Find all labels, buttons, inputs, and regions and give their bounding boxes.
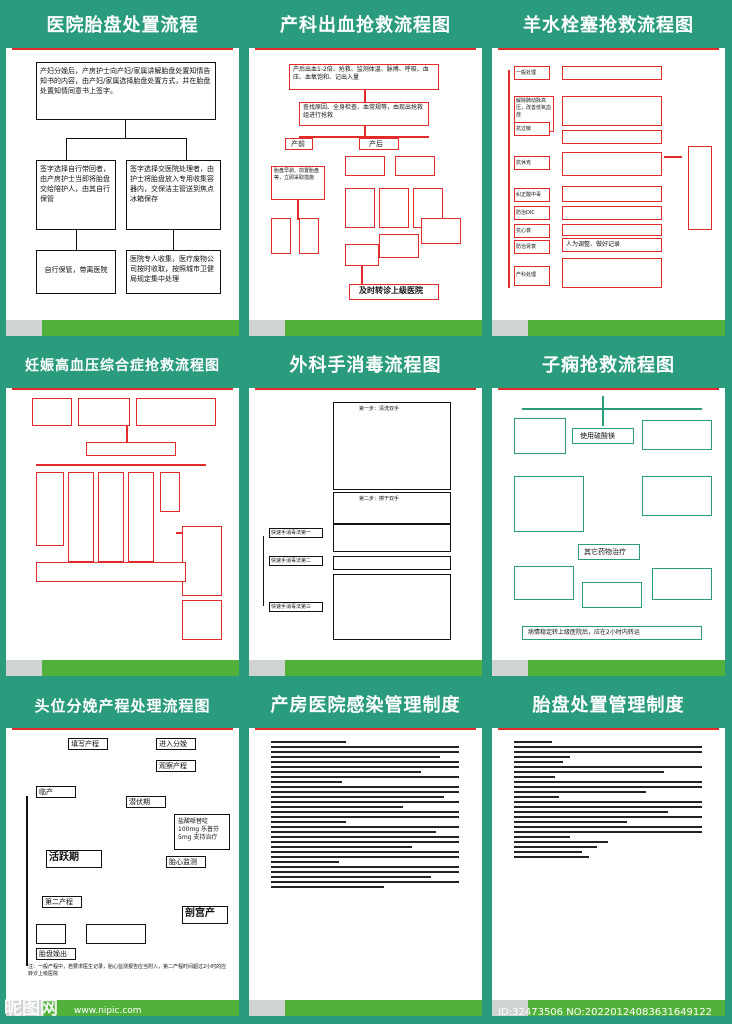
labor-node-8: 第二产程 <box>45 898 73 906</box>
labor-cesarean: 剖宫产 <box>182 906 228 924</box>
amniotic-item-4: 纠正酸中毒 <box>516 192 542 198</box>
watermark-id: ID:32473506 NO:20220124083631649122 <box>498 1007 712 1018</box>
eclampsia-bottom-text: 病情稳定转上级医院后，应在2小时内转运 <box>528 629 640 636</box>
panel-footer <box>249 1000 482 1016</box>
flow-step-dispose: 医院专人收集，医疗废物公司按时收取，按照城市卫健局规定集中处理 <box>126 250 221 294</box>
panel-footer <box>6 660 239 676</box>
label-postpartum-text: 产后 <box>369 140 383 148</box>
title-divider <box>498 388 719 390</box>
label-quick-c-text: 快速手消毒法第三 <box>271 604 312 610</box>
amniotic-item-6: 抗心衰 <box>516 228 532 234</box>
labor-footnote: 注：一般产程中，若要求医生记录，胎心监测报告应当附入，第二产程时间超过2小时的应… <box>28 964 227 977</box>
panel-footer <box>492 320 725 336</box>
panel-eclampsia: 子痫抢救流程图 使用硫酸镁 其它药物治疗 病情稳定转上级医院后，应在2小时内转运 <box>492 346 725 676</box>
step1-box <box>333 402 451 490</box>
labor-node-9: 胎盘娩出 <box>39 950 67 958</box>
panel-labor: 头位分娩产程处理流程图 填写产程 进入分娩 观察产程 临产 潜伏期 盐酸哌替啶1… <box>6 686 239 1016</box>
label-quick-a-text: 快速手消毒法第一 <box>271 530 312 536</box>
title-divider <box>255 388 476 390</box>
node-magnesium <box>572 428 634 444</box>
flow-sub-a <box>271 166 325 200</box>
amniotic-side-box <box>688 146 712 230</box>
flow-final-box <box>349 284 439 300</box>
labor-node-3: 观察产程 <box>159 762 187 770</box>
flow-mid-text: 查找原因、全身检查、血常规等，由现出抢救组进行抢救 <box>303 104 424 119</box>
title-divider <box>498 728 719 730</box>
panel-title: 外科手消毒流程图 <box>249 346 482 388</box>
amniotic-item-3: 抗休克 <box>516 160 532 166</box>
label-quick-b <box>269 556 323 566</box>
labor-node-4: 临产 <box>39 788 53 796</box>
panel-title: 产房医院感染管理制度 <box>249 686 482 728</box>
panel-hypertension: 妊娠高血压综合症抢救流程图 <box>6 346 239 676</box>
node-magnesium-text: 使用硫酸镁 <box>580 432 615 440</box>
watermark-logo: 昵图网 <box>4 998 58 1019</box>
title-divider <box>255 728 476 730</box>
flow-mid-box <box>299 102 429 126</box>
labor-node-6: 胎心监测 <box>169 858 197 866</box>
panel-footer <box>6 1000 239 1016</box>
flow-top-text: 产后出血1-2倍、抢救、监测体温、脉搏、呼吸、血压、血氧饱和、记出入量 <box>293 66 429 81</box>
step1-label: 第一步：清洗双手 <box>359 406 400 412</box>
flow-step-consent: 产妇分娩后，产房护士向产妇/家属讲解胎盘处置知情告知书的内容，由产妇/家属选择胎… <box>36 62 216 120</box>
amniotic-item-8: 产科处理 <box>516 272 537 278</box>
title-divider <box>255 48 476 50</box>
amniotic-item-0: 一般处理 <box>516 70 537 76</box>
label-quick-c <box>269 602 323 612</box>
panel-title: 头位分娩产程处理流程图 <box>6 686 239 728</box>
panel-placenta-policy: 胎盘处置管理制度 <box>492 686 725 1016</box>
labor-active-phase: 活跃期 <box>46 850 102 868</box>
label-quick-a <box>269 528 323 538</box>
panel-footer <box>249 320 482 336</box>
panel-footer <box>492 660 725 676</box>
panel-footer <box>249 660 482 676</box>
flow-top-box <box>289 64 439 90</box>
title-divider <box>498 48 719 50</box>
flow-step-hospital: 签字选择交医院处理者，由护士将胎盘放入专用收集容器内，交保洁主管送到焦点冰箱保存 <box>126 160 221 230</box>
amniotic-item-1: 解除肺动脉高压，改善低氧血症 <box>516 98 552 118</box>
amniotic-item-5: 防治DIC <box>516 210 535 216</box>
panel-title: 医院胎盘处置流程 <box>6 6 239 48</box>
panel-title: 产科出血抢救流程图 <box>249 6 482 48</box>
panel-footer <box>6 320 239 336</box>
labor-node-5: 潜伏期 <box>129 798 150 806</box>
panel-placenta-flow: 医院胎盘处置流程 产妇分娩后，产房护士向产妇/家属讲解胎盘处置知情告知书的内容，… <box>6 6 239 336</box>
step2-box <box>333 492 451 524</box>
step2-label: 第二步：擦干双手 <box>359 496 400 502</box>
label-antepartum <box>285 138 313 150</box>
label-postpartum <box>359 138 399 150</box>
flow-step-self-take: 签字选择自行带回者，由产房护士当即将胎盘交给陪护人，由其自行保管 <box>36 160 116 230</box>
title-divider <box>12 48 233 50</box>
panel-footer <box>492 1000 725 1016</box>
flow-final-text: 及时转诊上级医院 <box>359 286 423 295</box>
panel-amniotic: 羊水栓塞抢救流程图 一般处理 解除肺动脉高压，改善低氧血症 抗过敏 抗休克 纠正… <box>492 6 725 336</box>
amniotic-item-2: 抗过敏 <box>516 126 532 132</box>
labor-drug-box: 盐酸哌替啶100mg 乐普芬5mg 支持治疗 <box>174 814 230 850</box>
watermark-site: www.nipic.com <box>74 1006 142 1016</box>
panel-title: 羊水栓塞抢救流程图 <box>492 6 725 48</box>
panel-hemorrhage: 产科出血抢救流程图 产后出血1-2倍、抢救、监测体温、脉搏、呼吸、血压、血氧饱和… <box>249 6 482 336</box>
panel-title: 子痫抢救流程图 <box>492 346 725 388</box>
title-divider <box>12 728 233 730</box>
panel-title: 妊娠高血压综合症抢救流程图 <box>6 346 239 388</box>
panel-surgical-hand: 外科手消毒流程图 第一步：清洗双手 第二步：擦干双手 快速手消毒法第一 快速手消… <box>249 346 482 676</box>
amniotic-bottom: 人为调整、做好记录 <box>566 241 621 248</box>
eclampsia-bottom-box <box>522 626 702 640</box>
label-quick-b-text: 快速手消毒法第二 <box>271 558 312 564</box>
labor-node-1: 填写产程 <box>71 740 99 748</box>
title-divider <box>12 388 233 390</box>
node-other-drugs <box>578 544 640 560</box>
infection-text-block <box>271 738 459 891</box>
labor-node-2: 进入分娩 <box>159 740 187 748</box>
amniotic-item-7: 防治肾衰 <box>516 244 537 250</box>
node-other-drugs-text: 其它药物治疗 <box>584 548 626 556</box>
label-antepartum-text: 产前 <box>291 140 305 148</box>
panel-title: 胎盘处置管理制度 <box>492 686 725 728</box>
policy-text-block <box>514 738 702 861</box>
panel-infection: 产房医院感染管理制度 <box>249 686 482 1016</box>
flow-step-self-keep: 自行保管，带离医院 <box>36 250 116 294</box>
flow-sub-a-text: 胎盘早剥、前置胎盘等，立即采取措施 <box>274 168 320 181</box>
